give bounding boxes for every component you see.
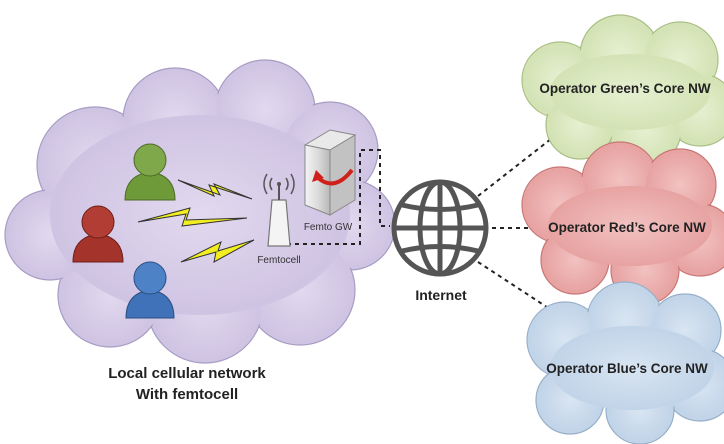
signal-bolt-green xyxy=(177,179,253,200)
user-icon-blue xyxy=(125,261,175,319)
operator-green-cloud xyxy=(521,14,724,167)
operator-green-label: Operator Green’s Core NW xyxy=(539,81,711,96)
local-network-caption-line1: Local cellular network xyxy=(108,365,266,382)
operator-red-cloud xyxy=(521,141,724,305)
operator-red-label: Operator Red’s Core NW xyxy=(548,220,706,235)
user-icon-red xyxy=(72,205,124,263)
internet-label: Internet xyxy=(415,287,467,303)
femtocell-label: Femtocell xyxy=(257,255,300,266)
internet-globe-icon xyxy=(391,179,489,277)
user-icon-green xyxy=(124,143,176,201)
femto-gw-label: Femto GW xyxy=(304,222,353,233)
signal-bolt-blue xyxy=(180,239,255,263)
operator-blue-label: Operator Blue’s Core NW xyxy=(546,361,708,376)
femto-gw-server-icon xyxy=(303,129,357,216)
signal-bolt-red xyxy=(137,207,248,227)
femtocell-icon xyxy=(263,173,295,247)
signal-bolts xyxy=(137,179,255,263)
internet-to-green-line xyxy=(477,127,566,197)
local-network-caption-line2: With femtocell xyxy=(136,386,238,403)
operator-blue-cloud xyxy=(526,281,724,444)
